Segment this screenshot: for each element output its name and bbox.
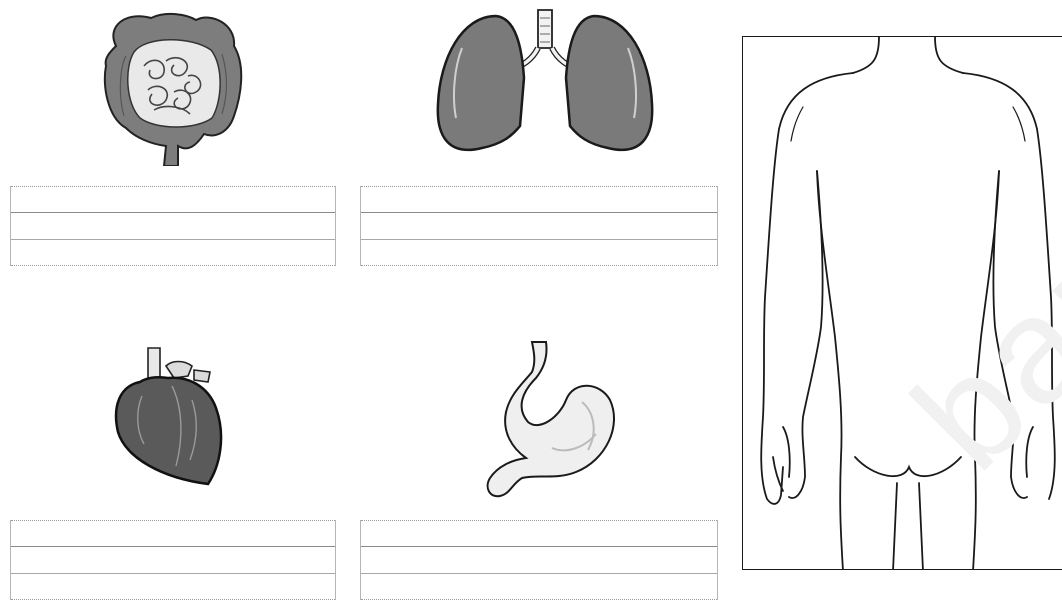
intestines-icon xyxy=(96,6,248,166)
base-line xyxy=(361,239,717,240)
base-line xyxy=(361,212,717,213)
heart-icon xyxy=(112,346,228,488)
answer-lines-intestines[interactable] xyxy=(10,186,336,266)
base-line xyxy=(11,212,335,213)
guide-line xyxy=(361,265,717,266)
base-line xyxy=(11,546,335,547)
guide-line xyxy=(361,599,717,600)
base-line xyxy=(11,239,335,240)
lungs-icon xyxy=(432,8,658,164)
guide-line xyxy=(11,599,335,600)
guide-line xyxy=(11,265,335,266)
guide-line xyxy=(361,520,717,521)
human-body-back-icon xyxy=(743,37,1062,570)
answer-lines-stomach[interactable] xyxy=(360,520,718,600)
body-outline-frame[interactable] xyxy=(742,36,1062,570)
base-line xyxy=(11,573,335,574)
guide-line xyxy=(11,186,335,187)
answer-lines-heart[interactable] xyxy=(10,520,336,600)
base-line xyxy=(361,573,717,574)
guide-line xyxy=(11,520,335,521)
answer-lines-lungs[interactable] xyxy=(360,186,718,266)
base-line xyxy=(361,546,717,547)
guide-line xyxy=(361,186,717,187)
stomach-icon xyxy=(482,338,620,500)
